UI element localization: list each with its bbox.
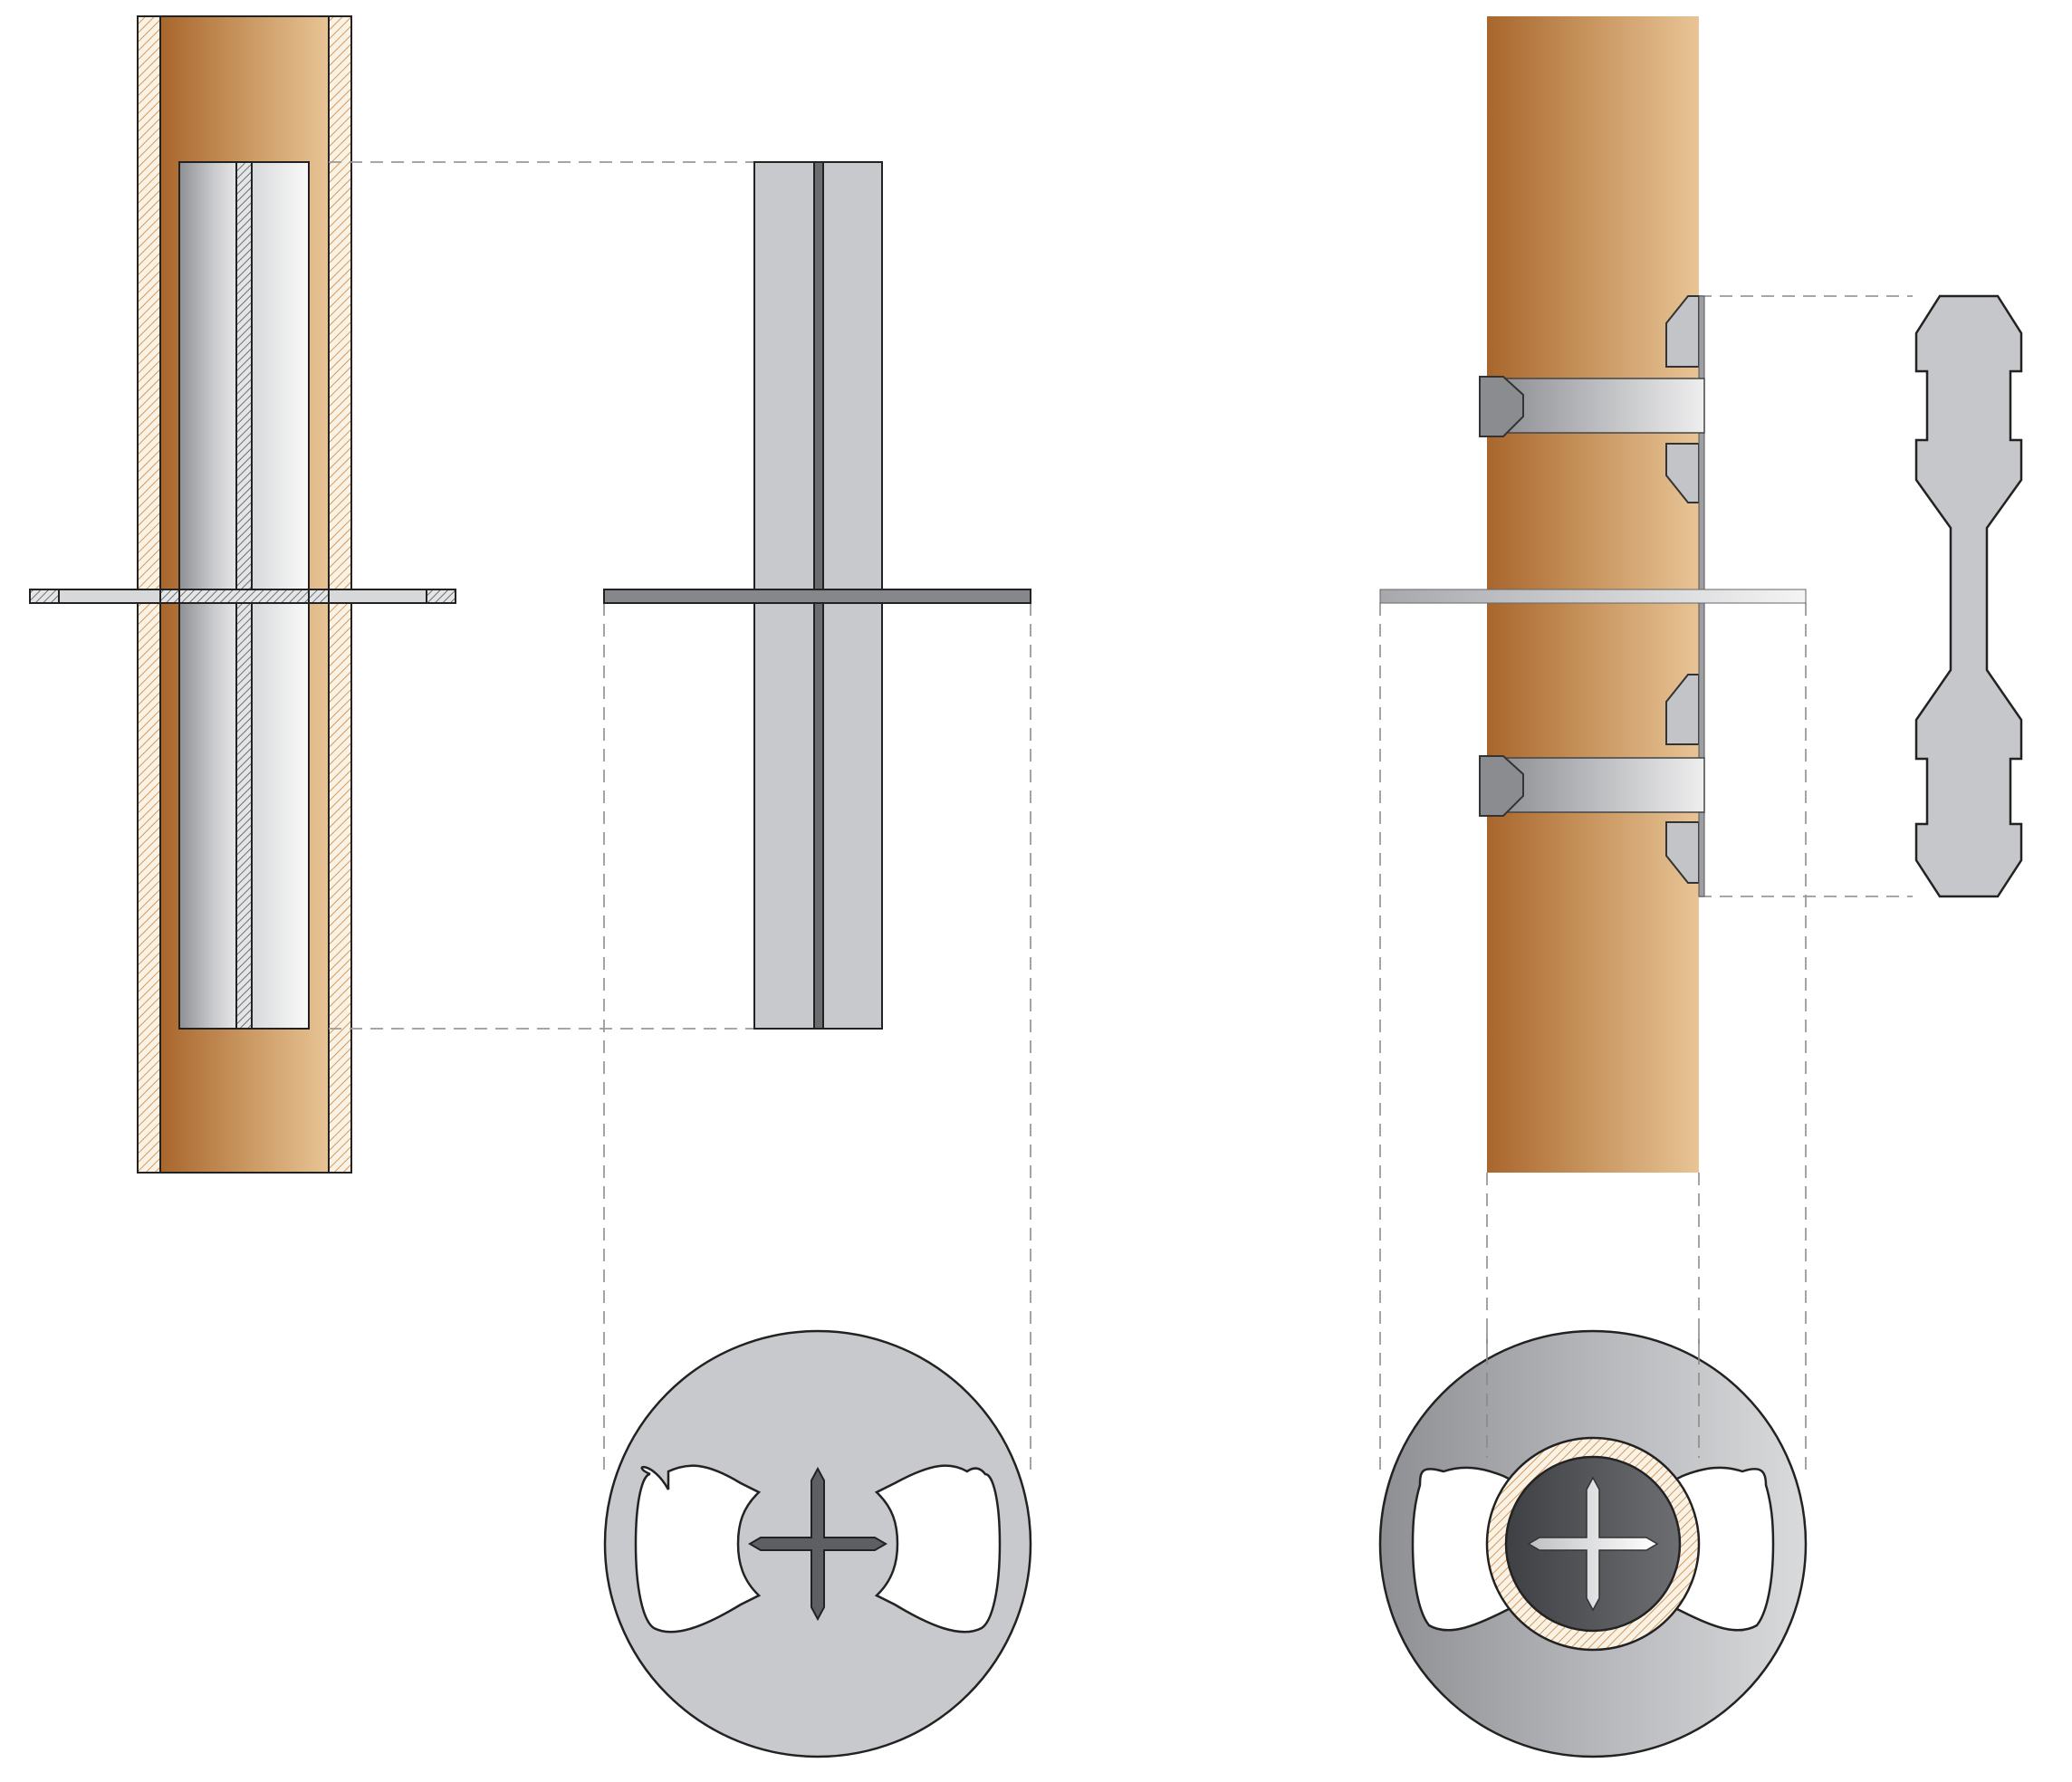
column-assembly-elevation	[1379, 16, 1807, 1173]
cross-rib	[748, 1466, 887, 1622]
bearing-plate-assembly	[1379, 589, 1807, 604]
plate-hatch-mid	[178, 589, 310, 604]
disc-slot-right	[874, 1464, 1002, 1634]
assembly-cross	[1527, 1476, 1659, 1612]
disc-slot-left	[634, 1464, 762, 1634]
plate-hatch-mid-right	[308, 589, 330, 604]
connector-elevation	[603, 161, 1031, 1030]
plate-hatch-right	[426, 589, 456, 604]
connector-side-profile	[1914, 294, 2023, 898]
bearing-plate-elevation	[603, 589, 1031, 604]
connector-profile-shape	[1914, 294, 2023, 898]
assembly-plan	[1378, 1329, 1808, 1758]
strap-lower-clip	[1479, 755, 1524, 817]
section-through-column	[29, 15, 456, 1174]
connector-plan	[603, 1329, 1032, 1758]
plate-hatch-left	[29, 589, 60, 604]
strap-upper	[1502, 378, 1705, 434]
plate-hatch-mid-left	[159, 589, 180, 604]
strap-upper-clip	[1479, 376, 1524, 437]
strap-lower	[1502, 757, 1705, 813]
plan-projection-overlay	[1486, 1331, 1700, 1458]
